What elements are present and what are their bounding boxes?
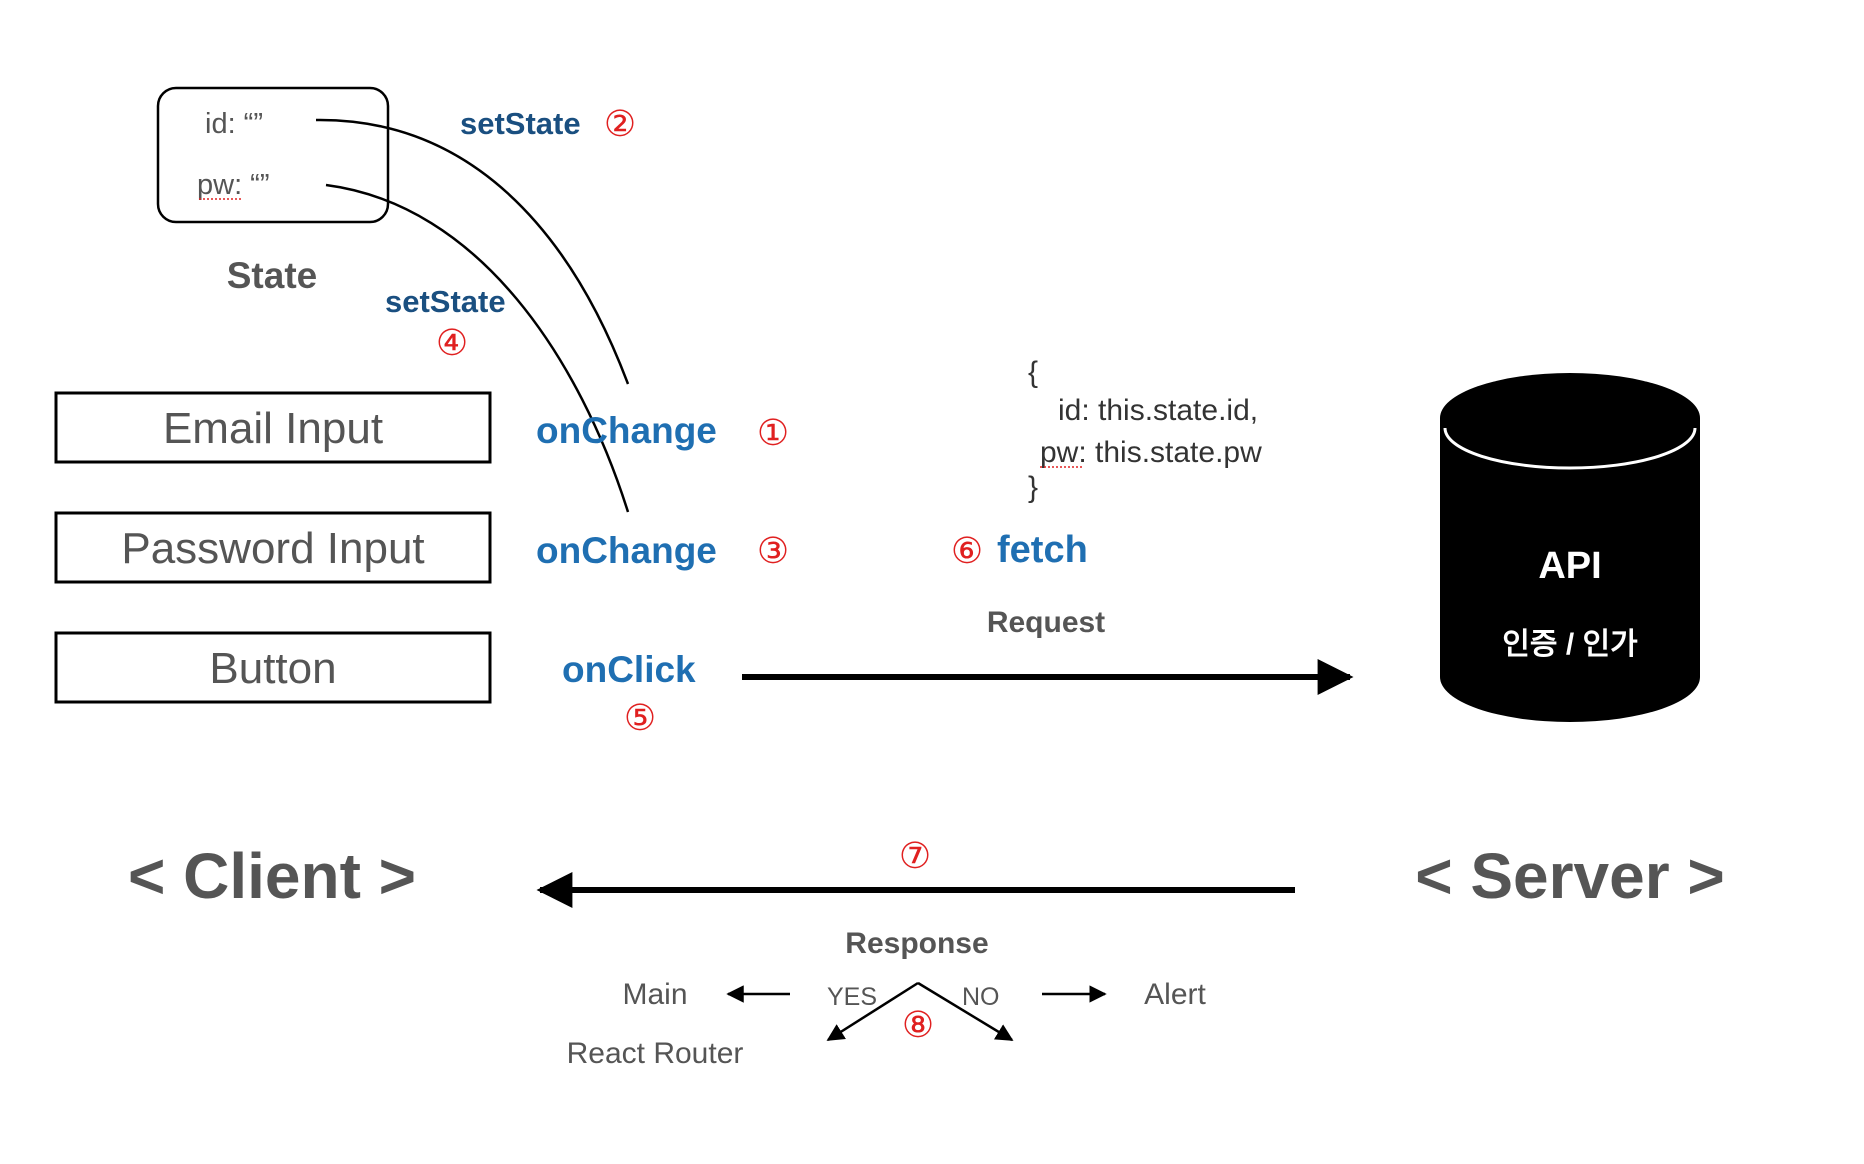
step-7-marker: ⑦ xyxy=(899,835,931,876)
step-5-marker: ⑤ xyxy=(624,697,656,738)
server-label: < Server > xyxy=(1415,840,1725,912)
fetch-label: fetch xyxy=(997,529,1088,571)
main-label: Main xyxy=(622,978,687,1011)
email-input-frame xyxy=(54,391,492,464)
api-cylinder-rim xyxy=(1443,427,1697,470)
on-click-label: onClick xyxy=(562,649,696,690)
state-pw-field: pw: “” xyxy=(197,169,270,201)
set-state-label-top: setState xyxy=(460,106,581,141)
react-router-label: React Router xyxy=(567,1037,744,1070)
step-4-marker: ④ xyxy=(436,322,468,363)
set-state-label-mid: setState xyxy=(385,284,506,319)
email-input-label: Email Input xyxy=(163,404,383,453)
set-state-curve-email xyxy=(315,118,630,385)
state-box-frame xyxy=(156,86,390,224)
api-cylinder-top xyxy=(1440,373,1700,463)
button-label: Button xyxy=(209,644,336,693)
no-branch-line xyxy=(917,981,1014,1042)
button-frame xyxy=(54,631,492,704)
password-input-label: Password Input xyxy=(121,524,424,573)
step-8-marker: ⑧ xyxy=(902,1004,934,1045)
alert-label: Alert xyxy=(1144,978,1206,1011)
response-label: Response xyxy=(845,927,988,960)
yes-branch-line xyxy=(826,981,919,1042)
state-caption: State xyxy=(227,255,317,296)
request-body-id: id: this.state.id, xyxy=(1058,394,1258,427)
api-database-icon: API 인증 / 인가 xyxy=(1440,373,1700,722)
request-body: { id: this.state.id, pw: this.state.pw } xyxy=(1028,356,1262,504)
button-box: Button xyxy=(54,631,492,704)
step-6-marker: ⑥ xyxy=(951,530,983,571)
email-on-change-label: onChange xyxy=(536,410,717,451)
api-subtitle: 인증 / 인가 xyxy=(1502,628,1638,661)
step-2-marker: ② xyxy=(604,103,636,144)
yes-label: YES xyxy=(827,983,877,1011)
password-input-box: Password Input xyxy=(54,511,492,584)
state-id-field: id: “” xyxy=(205,108,263,140)
set-state-curve-password xyxy=(325,183,630,513)
step-3-marker: ③ xyxy=(757,530,789,571)
password-on-change-label: onChange xyxy=(536,530,717,571)
api-cylinder-body xyxy=(1440,418,1700,722)
request-body-close: } xyxy=(1028,471,1038,504)
api-title: API xyxy=(1538,545,1601,587)
step-1-marker: ① xyxy=(757,412,789,453)
client-label: < Client > xyxy=(128,840,416,912)
password-input-frame xyxy=(54,511,492,584)
no-label: NO xyxy=(962,983,1000,1011)
state-box: id: “” pw: “” xyxy=(156,86,390,224)
request-body-open: { xyxy=(1028,356,1038,389)
request-body-pw: pw: this.state.pw xyxy=(1040,436,1262,469)
request-label: Request xyxy=(987,606,1105,639)
email-input-box: Email Input xyxy=(54,391,492,464)
